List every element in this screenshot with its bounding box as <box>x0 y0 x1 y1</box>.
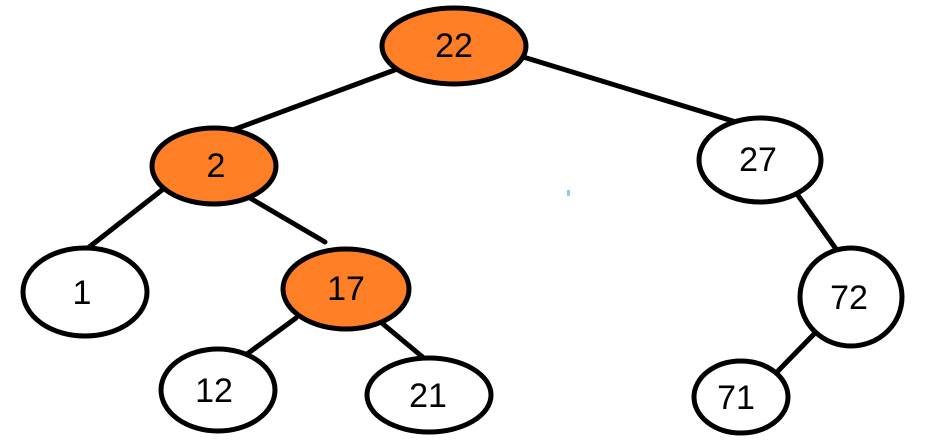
edge-27-72 <box>794 191 839 252</box>
edge-17-21 <box>380 321 428 362</box>
node-72-ellipse[interactable] <box>797 245 905 349</box>
node-21-label: 21 <box>409 377 447 415</box>
node-71-label: 71 <box>717 379 755 417</box>
node-27-ellipse[interactable] <box>696 115 824 205</box>
tree-node-72[interactable]: 72 <box>797 245 905 349</box>
tree-node-27[interactable]: 27 <box>696 115 824 205</box>
node-71-ellipse[interactable] <box>691 358 791 436</box>
edge-2-17 <box>247 195 328 245</box>
node-27-label: 27 <box>739 141 777 179</box>
node-17-ellipse[interactable] <box>280 246 412 332</box>
node-12-label: 12 <box>195 372 233 410</box>
node-17-label: 17 <box>327 270 365 308</box>
edge-72-71 <box>774 329 819 375</box>
edge-17-12 <box>244 315 299 357</box>
stray-pixel-artifact <box>567 190 570 196</box>
node-22-label: 22 <box>435 27 473 65</box>
tree-node-71[interactable]: 71 <box>691 358 791 436</box>
tree-node-12[interactable]: 12 <box>158 346 278 434</box>
edge-22-2 <box>227 65 403 134</box>
tree-node-17[interactable]: 17 <box>280 246 412 332</box>
tree-node-1[interactable]: 1 <box>20 245 150 339</box>
tree-node-21[interactable]: 21 <box>364 355 494 435</box>
node-2-label: 2 <box>207 147 226 185</box>
tree-node-2[interactable]: 2 <box>149 125 279 207</box>
edge-22-27 <box>517 53 739 125</box>
node-72-label: 72 <box>830 279 868 317</box>
node-21-ellipse[interactable] <box>364 355 494 435</box>
tree-node-22[interactable]: 22 <box>379 5 529 87</box>
node-1-ellipse[interactable] <box>20 245 150 339</box>
node-1-label: 1 <box>73 274 92 312</box>
edge-2-1 <box>85 187 165 251</box>
node-12-ellipse[interactable] <box>158 346 278 434</box>
node-2-ellipse[interactable] <box>149 125 279 207</box>
node-22-ellipse[interactable] <box>379 5 529 87</box>
